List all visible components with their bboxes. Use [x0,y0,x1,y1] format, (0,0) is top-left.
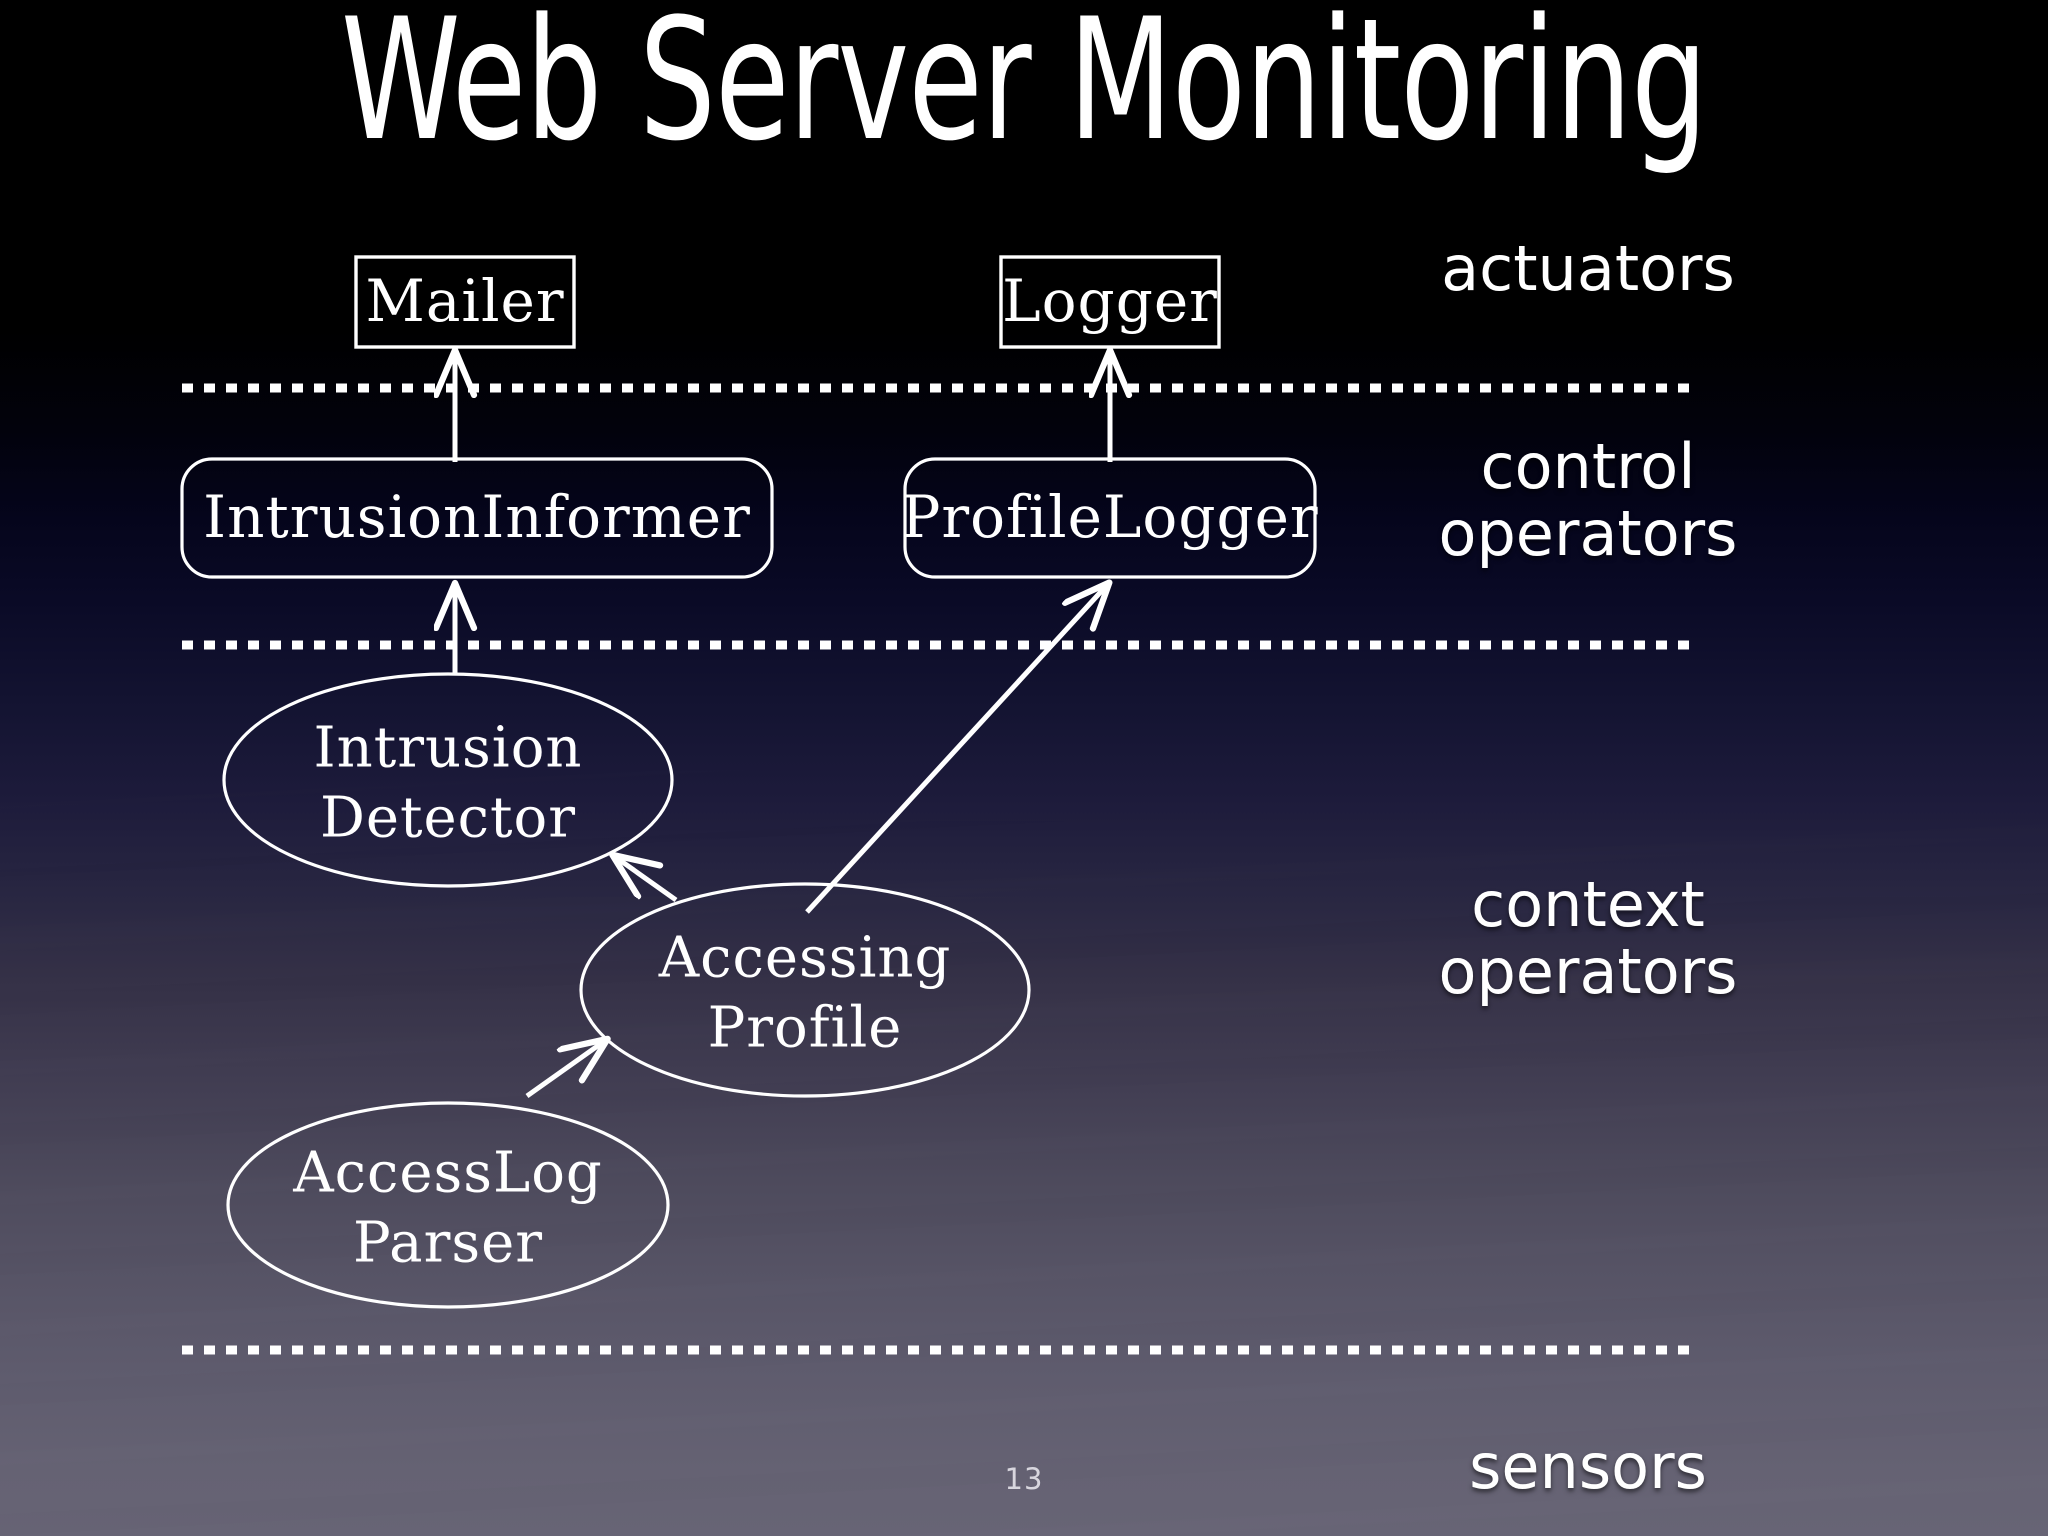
edge-profile-to-profilelogger [805,584,1108,914]
band-label-sensors: sensors [1469,1430,1707,1503]
diagram-edges [455,352,1110,1099]
node-accessing-profile[interactable]: Accessing Profile [579,882,1031,1098]
edge-parser-to-profile [525,1040,606,1099]
node-accesslog-parser-label-line1: AccessLog [292,1141,603,1206]
node-logger[interactable]: Logger [999,255,1221,349]
node-intrusion-informer-label: IntrusionInformer [203,483,751,551]
node-mailer[interactable]: Mailer [354,255,576,349]
node-accessing-profile-label-line1: Accessing [658,926,952,991]
node-intrusion-informer[interactable]: IntrusionInformer [180,457,774,579]
node-profile-logger[interactable]: ProfileLogger [901,457,1318,579]
band-label-actuators: actuators [1441,232,1735,305]
node-accesslog-parser-label-line2: Parser [353,1211,543,1276]
edge-profile-to-detector [614,856,678,903]
page-title: Web Server Monitoring [341,0,1708,178]
node-intrusion-detector-label-line2: Detector [320,786,576,851]
tier-separators [182,383,1692,1355]
node-mailer-label: Mailer [365,267,564,335]
node-intrusion-detector[interactable]: Intrusion Detector [222,672,674,888]
node-logger-label: Logger [1002,267,1218,335]
node-profile-logger-label: ProfileLogger [901,483,1318,551]
node-accessing-profile-label-line2: Profile [708,996,903,1061]
node-intrusion-detector-label-line1: Intrusion [314,716,583,781]
node-accesslog-parser[interactable]: AccessLog Parser [226,1101,670,1309]
band-label-control-operators: control operators [1438,430,1738,570]
page-number: 13 [1004,1462,1044,1496]
band-label-context-operators: context operators [1438,868,1738,1008]
